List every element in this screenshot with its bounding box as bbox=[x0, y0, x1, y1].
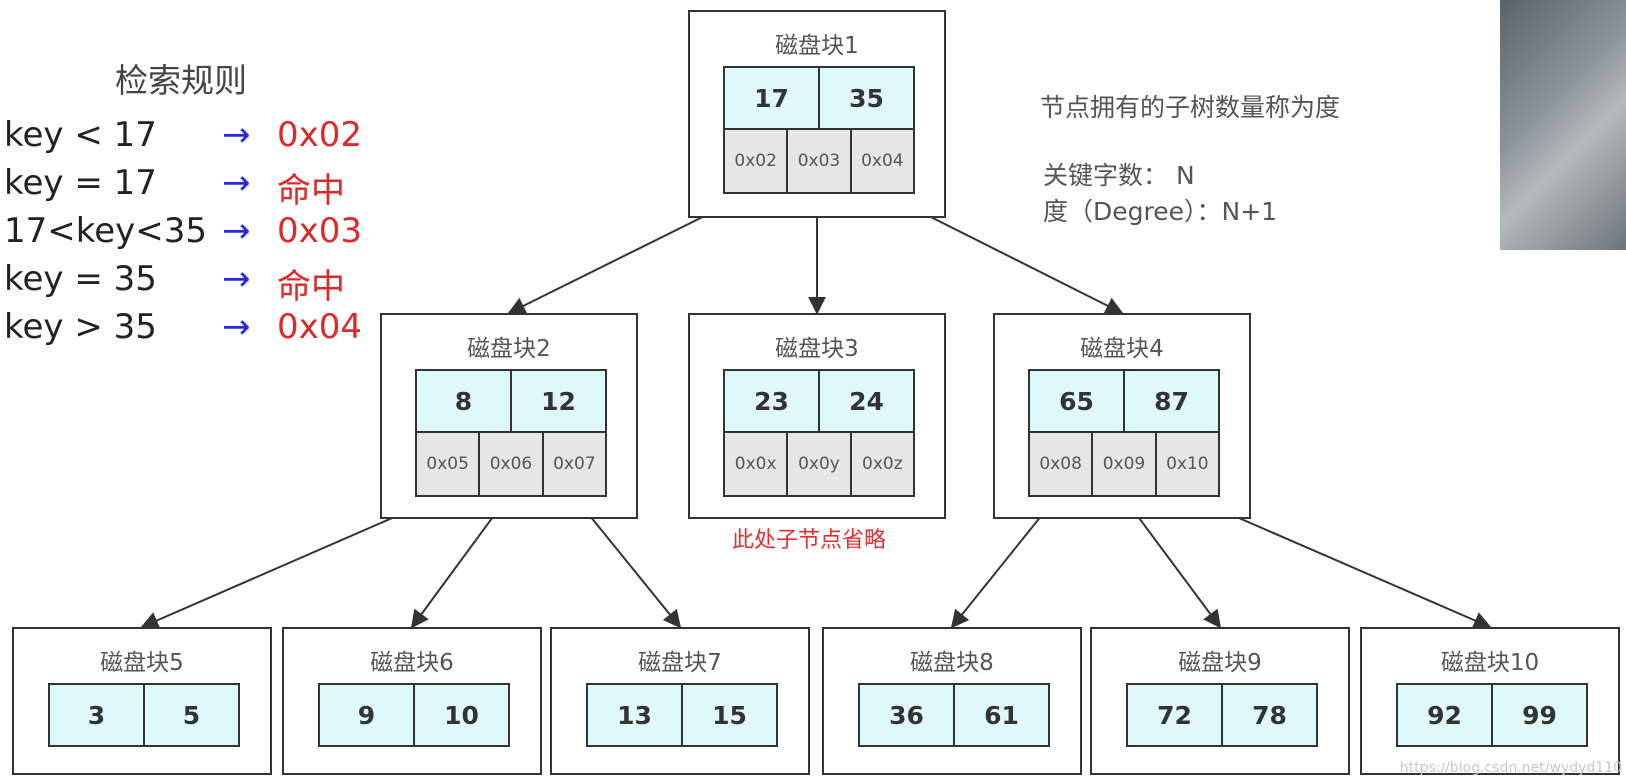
key-cell: 5 bbox=[143, 685, 238, 745]
key-cell: 99 bbox=[1491, 685, 1586, 745]
rule-condition: key = 17 bbox=[4, 163, 157, 203]
key-cell: 8 bbox=[417, 371, 510, 431]
key-cell: 61 bbox=[953, 685, 1048, 745]
key-cell: 35 bbox=[818, 68, 913, 128]
key-cell: 17 bbox=[725, 68, 818, 128]
disk-block-title: 磁盘块1 bbox=[775, 33, 859, 59]
key-cell: 12 bbox=[510, 371, 605, 431]
rule-condition: key = 35 bbox=[4, 259, 157, 299]
rule-arrow-icon: → bbox=[222, 259, 251, 299]
pointer-cell: 0x0y bbox=[786, 433, 850, 495]
rule-row: 17<key<35 → 0x03 bbox=[4, 211, 364, 257]
rule-result: 0x04 bbox=[277, 307, 363, 347]
presenter-photo bbox=[1500, 0, 1626, 250]
key-cell: 72 bbox=[1128, 685, 1221, 745]
rule-result: 命中 bbox=[277, 267, 345, 307]
disk-block-title: 磁盘块3 bbox=[775, 336, 859, 362]
key-cell: 65 bbox=[1030, 371, 1123, 431]
rule-row: key = 17 → 命中 bbox=[4, 163, 364, 211]
key-cell: 78 bbox=[1221, 685, 1316, 745]
pointer-cell: 0x02 bbox=[725, 130, 787, 192]
key-cell: 10 bbox=[413, 685, 508, 745]
disk-block-title: 磁盘块10 bbox=[1440, 650, 1540, 676]
pointer-cell: 0x10 bbox=[1154, 433, 1218, 495]
rule-row: key < 17 → 0x02 bbox=[4, 115, 364, 161]
rule-condition: 17<key<35 bbox=[4, 211, 208, 251]
key-cell: 92 bbox=[1398, 685, 1491, 745]
rule-result: 0x03 bbox=[277, 211, 363, 251]
rule-condition: key > 35 bbox=[4, 307, 157, 347]
rule-arrow-icon: → bbox=[222, 115, 251, 155]
rule-row: key > 35 → 0x04 bbox=[4, 307, 364, 353]
pointer-cell: 0x08 bbox=[1030, 433, 1092, 495]
rule-row: key = 35 → 命中 bbox=[4, 259, 364, 307]
key-cell: 36 bbox=[860, 685, 953, 745]
disk-block-title: 磁盘块4 bbox=[1080, 336, 1164, 362]
key-cell: 3 bbox=[50, 685, 143, 745]
pointer-cell: 0x0z bbox=[849, 433, 913, 495]
rule-result: 0x02 bbox=[277, 115, 363, 155]
key-cell: 15 bbox=[681, 685, 776, 745]
rule-arrow-icon: → bbox=[222, 163, 251, 203]
disk-block-title: 磁盘块8 bbox=[910, 650, 994, 676]
key-cell: 9 bbox=[320, 685, 413, 745]
key-cell: 13 bbox=[588, 685, 681, 745]
disk-block-title: 磁盘块7 bbox=[638, 650, 722, 676]
rules-title: 检索规则 bbox=[115, 61, 247, 100]
rule-arrow-icon: → bbox=[222, 211, 251, 251]
omitted-children-note: 此处子节点省略 bbox=[732, 528, 887, 553]
rule-arrow-icon: → bbox=[222, 307, 251, 347]
key-cell: 23 bbox=[725, 371, 818, 431]
degree-definition: 节点拥有的子树数量称为度 bbox=[1040, 93, 1341, 122]
disk-block-title: 磁盘块6 bbox=[370, 650, 454, 676]
keys-count-note: 关键字数： N bbox=[1043, 161, 1195, 190]
key-cell: 87 bbox=[1123, 371, 1218, 431]
pointer-cell: 0x0x bbox=[725, 433, 787, 495]
key-cell: 24 bbox=[818, 371, 913, 431]
watermark: https://blog.csdn.net/wydyd110 bbox=[1399, 760, 1622, 776]
pointer-cell: 0x03 bbox=[786, 130, 850, 192]
pointer-cell: 0x04 bbox=[849, 130, 913, 192]
disk-block-title: 磁盘块2 bbox=[467, 336, 551, 362]
pointer-cell: 0x07 bbox=[541, 433, 605, 495]
rule-condition: key < 17 bbox=[4, 115, 157, 155]
pointer-cell: 0x06 bbox=[478, 433, 542, 495]
rule-result: 命中 bbox=[277, 171, 345, 211]
pointer-cell: 0x09 bbox=[1091, 433, 1155, 495]
disk-block-title: 磁盘块5 bbox=[100, 650, 184, 676]
pointer-cell: 0x05 bbox=[417, 433, 479, 495]
degree-note: 度（Degree）：N+1 bbox=[1043, 197, 1278, 226]
disk-block-title: 磁盘块9 bbox=[1178, 650, 1262, 676]
